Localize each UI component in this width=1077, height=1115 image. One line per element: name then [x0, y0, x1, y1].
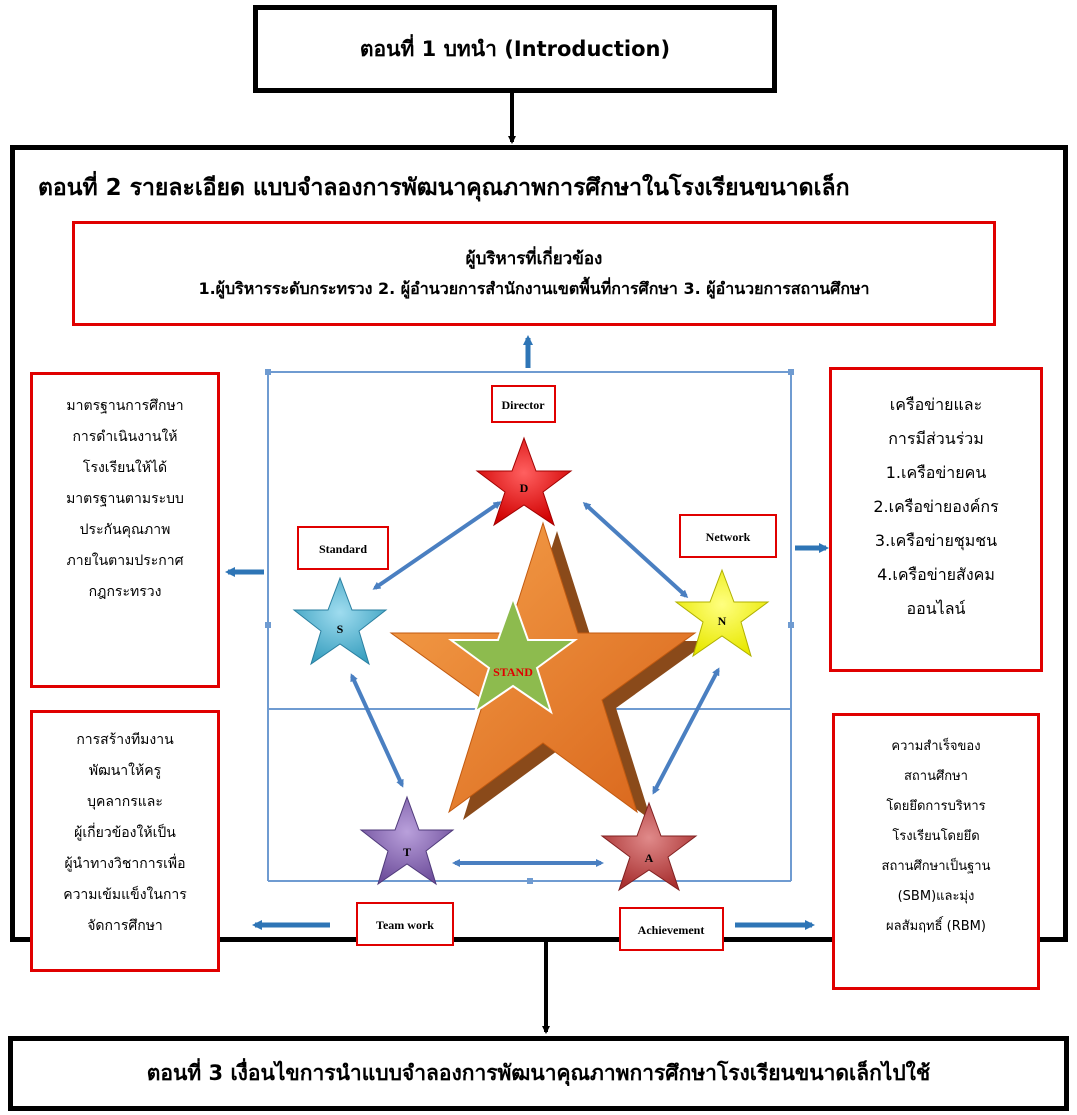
teamwork-description-box: การสร้างทีมงาน พัฒนาให้ครู บุคลากรและ ผู… [30, 710, 220, 972]
teamwork-line: จัดการศึกษา [87, 918, 163, 934]
letter-t: T [403, 845, 411, 859]
label-achievement: Achievement [619, 907, 724, 951]
administrators-box: ผู้บริหารที่เกี่ยวข้อง 1.ผู้บริหารระดับก… [72, 221, 996, 326]
link-standard-teamwork [350, 673, 404, 788]
frame-handle [788, 622, 794, 628]
teamwork-label: Team work [376, 918, 434, 932]
teamwork-line: ความเข้มแข็งในการ [63, 887, 187, 903]
director-label: Director [501, 398, 545, 412]
network-line: 2.เครือข่ายองค์กร [873, 497, 999, 516]
part3-box: ตอนที่ 3 เงื่อนไขการนำแบบจำลองการพัฒนาคุ… [8, 1036, 1069, 1111]
achievement-line: โดยยึดการบริหาร [886, 799, 986, 814]
standard-line: กฎกระทรวง [88, 584, 162, 600]
part2-title: ตอนที่ 2 รายละเอียด แบบจำลองการพัฒนาคุณภ… [38, 175, 850, 201]
standard-line: การดำเนินงานให้ [72, 429, 178, 445]
label-director: Director [491, 385, 556, 423]
letter-d: D [520, 481, 529, 495]
administrators-list: 1.ผู้บริหารระดับกระทรวง 2. ผู้อำนวยการสำ… [198, 278, 870, 298]
part1-box: ตอนที่ 1 บทนำ (Introduction) [253, 5, 777, 93]
letter-a: A [645, 851, 654, 865]
achievement-line: ความสำเร็จของ [891, 739, 981, 754]
teamwork-line: ผู้นำทางวิชาการเพื่อ [64, 856, 186, 872]
standard-description-box: มาตรฐานการศึกษา การดำเนินงานให้ โรงเรียน… [30, 372, 220, 688]
label-network: Network [679, 514, 777, 558]
link-director-network [582, 501, 689, 599]
letter-n: N [718, 614, 727, 628]
link-network-achievement [652, 667, 720, 795]
star-director: D [475, 436, 573, 527]
network-line: 4.เครือข่ายสังคม [877, 565, 995, 584]
teamwork-line: บุคลากรและ [87, 794, 163, 810]
star-achievement: A [600, 801, 698, 892]
achievement-line: (SBM)และมุ่ง [897, 889, 975, 904]
achievement-description-box: ความสำเร็จของ สถานศึกษา โดยยึดการบริหาร … [832, 713, 1040, 990]
letter-s: S [337, 622, 344, 636]
frame-handle [788, 369, 794, 375]
label-standard: Standard [297, 526, 389, 570]
teamwork-line: พัฒนาให้ครู [88, 763, 162, 779]
standard-line: มาตรฐานการศึกษา [66, 398, 184, 414]
achievement-line: สถานศึกษาเป็นฐาน [881, 859, 991, 874]
network-description-box: เครือข่ายและ การมีส่วนร่วม 1.เครือข่ายคน… [829, 367, 1043, 672]
network-label: Network [706, 530, 751, 544]
part1-title: ตอนที่ 1 บทนำ (Introduction) [359, 36, 671, 61]
achievement-line: โรงเรียนโดยยึด [892, 829, 980, 844]
central-star: STAND [389, 521, 709, 820]
star-standard: S [292, 576, 388, 666]
network-line: 1.เครือข่ายคน [885, 463, 987, 482]
center-label: STAND [493, 665, 533, 679]
frame-handle [265, 622, 271, 628]
standard-label: Standard [319, 542, 367, 556]
star-network: N [674, 568, 770, 658]
achievement-label: Achievement [638, 923, 705, 937]
network-line: ออนไลน์ [906, 599, 966, 618]
network-line: การมีส่วนร่วม [888, 429, 984, 448]
inner-star [447, 595, 579, 715]
frame-handle [265, 369, 271, 375]
achievement-line: สถานศึกษา [904, 769, 968, 784]
network-line: 3.เครือข่ายชุมชน [874, 531, 998, 550]
standard-line: โรงเรียนให้ได้ [82, 460, 168, 476]
star-teamwork: T [359, 795, 455, 886]
network-line: เครือข่ายและ [889, 395, 983, 414]
teamwork-line: การสร้างทีมงาน [76, 732, 174, 748]
part3-title: ตอนที่ 3 เงื่อนไขการนำแบบจำลองการพัฒนาคุ… [146, 1061, 931, 1085]
achievement-line: ผลสัมฤทธิ์ (RBM) [886, 919, 986, 934]
standard-line: ประกันคุณภาพ [79, 522, 171, 538]
administrators-heading: ผู้บริหารที่เกี่ยวข้อง [465, 248, 603, 269]
link-standard-director [372, 501, 502, 590]
teamwork-line: ผู้เกี่ยวข้องให้เป็น [74, 825, 176, 841]
label-teamwork: Team work [356, 902, 454, 946]
standard-line: มาตรฐานตามระบบ [66, 491, 184, 507]
standard-line: ภายในตามประกาศ [66, 553, 184, 569]
